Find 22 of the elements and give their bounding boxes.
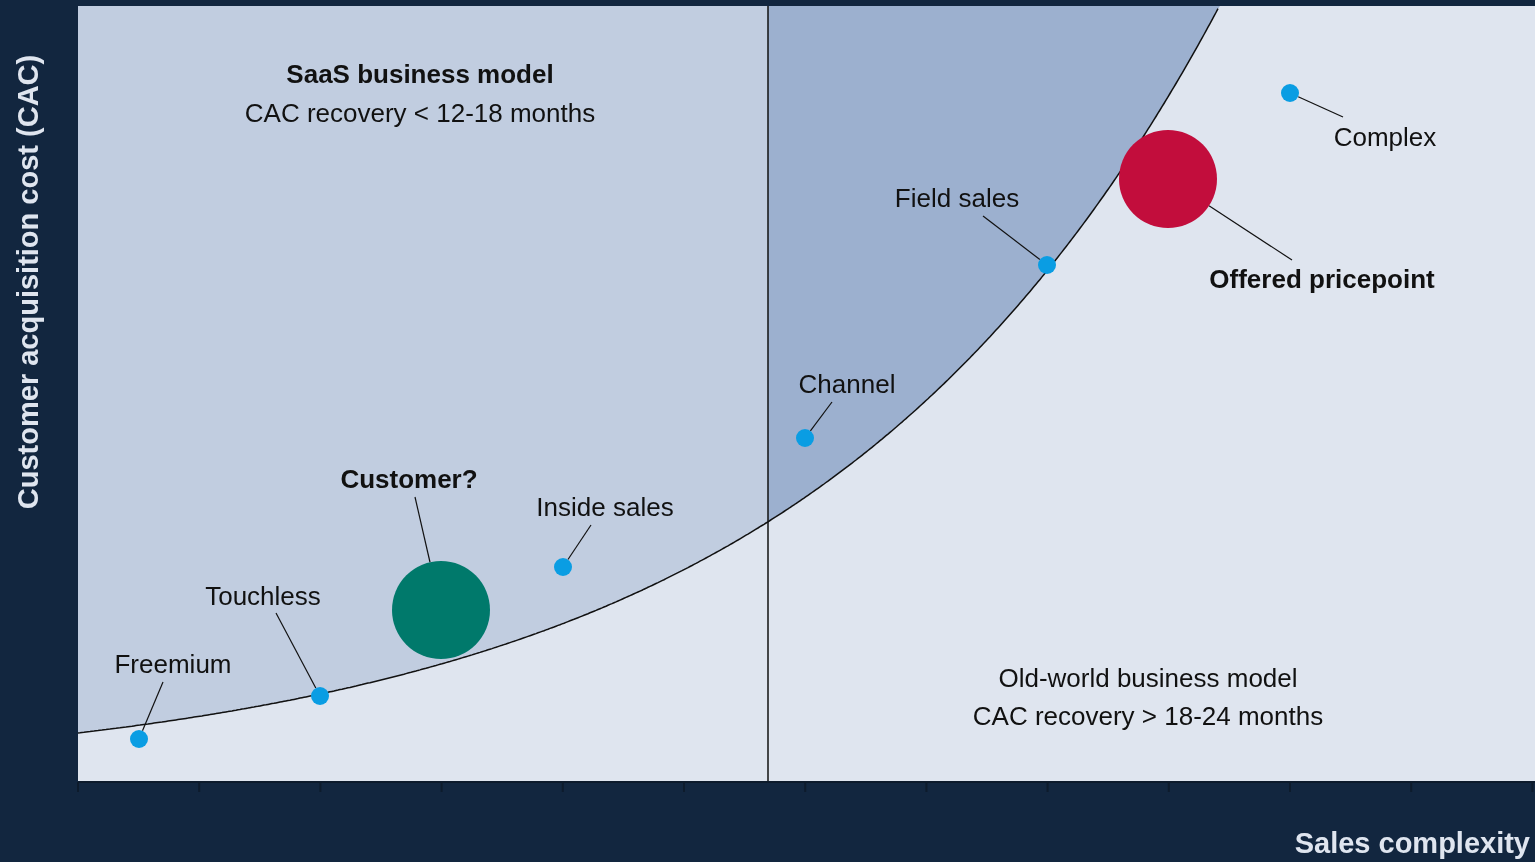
region-label: CAC recovery > 18-24 months [972, 700, 1324, 732]
leader-line [567, 524, 592, 561]
point-label: Channel [798, 368, 896, 400]
point-label: Inside sales [536, 491, 674, 523]
leader-line [414, 496, 431, 563]
leader-line [275, 612, 317, 689]
point-label: Touchless [205, 580, 321, 612]
leader-line [141, 681, 164, 732]
point-label: Complex [1333, 121, 1437, 153]
point-label: Customer? [340, 463, 478, 495]
leader-line [982, 215, 1041, 261]
axis-title: Sales complexity [1294, 826, 1530, 860]
point-label: Freemium [114, 648, 232, 680]
leader-line [1208, 205, 1293, 261]
region-label: CAC recovery < 12-18 months [244, 97, 596, 129]
leader-line [1297, 96, 1344, 118]
leader-line [809, 401, 833, 432]
region-label: Old-world business model [998, 662, 1298, 694]
axis-title: Customer acquisition cost (CAC) [11, 54, 45, 510]
point-label: Field sales [894, 182, 1020, 214]
point-label: Offered pricepoint [1209, 263, 1435, 295]
region-label: SaaS business model [286, 58, 554, 90]
